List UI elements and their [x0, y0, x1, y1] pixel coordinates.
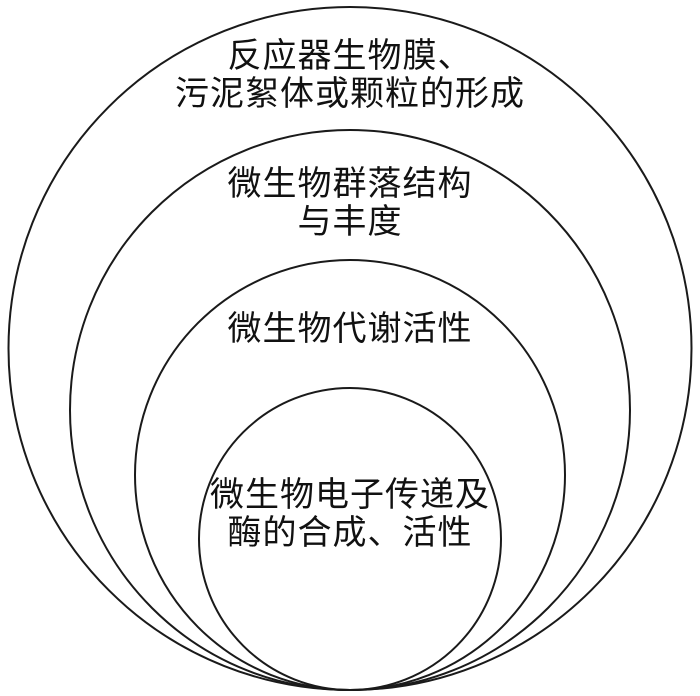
ring-4-label: 微生物电子传递及 酶的合成、活性	[0, 477, 700, 553]
ring-3-label-line-1: 微生物代谢活性	[227, 311, 473, 348]
ring-1-label-line-1: 反应器生物膜、	[227, 38, 473, 75]
ring-4-label-line-2: 酶的合成、活性	[227, 515, 473, 552]
inner-circle-ring-4	[198, 387, 502, 691]
ring-2-label: 微生物群落结构 与丰度	[0, 166, 700, 242]
ring-1-label-line-2: 污泥絮体或颗粒的形成	[175, 76, 525, 113]
ring-4-label-line-1: 微生物电子传递及	[210, 477, 490, 514]
ring-3-label: 微生物代谢活性	[0, 311, 700, 349]
ring-2-label-line-1: 微生物群落结构	[227, 166, 473, 203]
ring-2-label-line-2: 与丰度	[297, 204, 403, 241]
ring-1-label: 反应器生物膜、 污泥絮体或颗粒的形成	[0, 38, 700, 114]
